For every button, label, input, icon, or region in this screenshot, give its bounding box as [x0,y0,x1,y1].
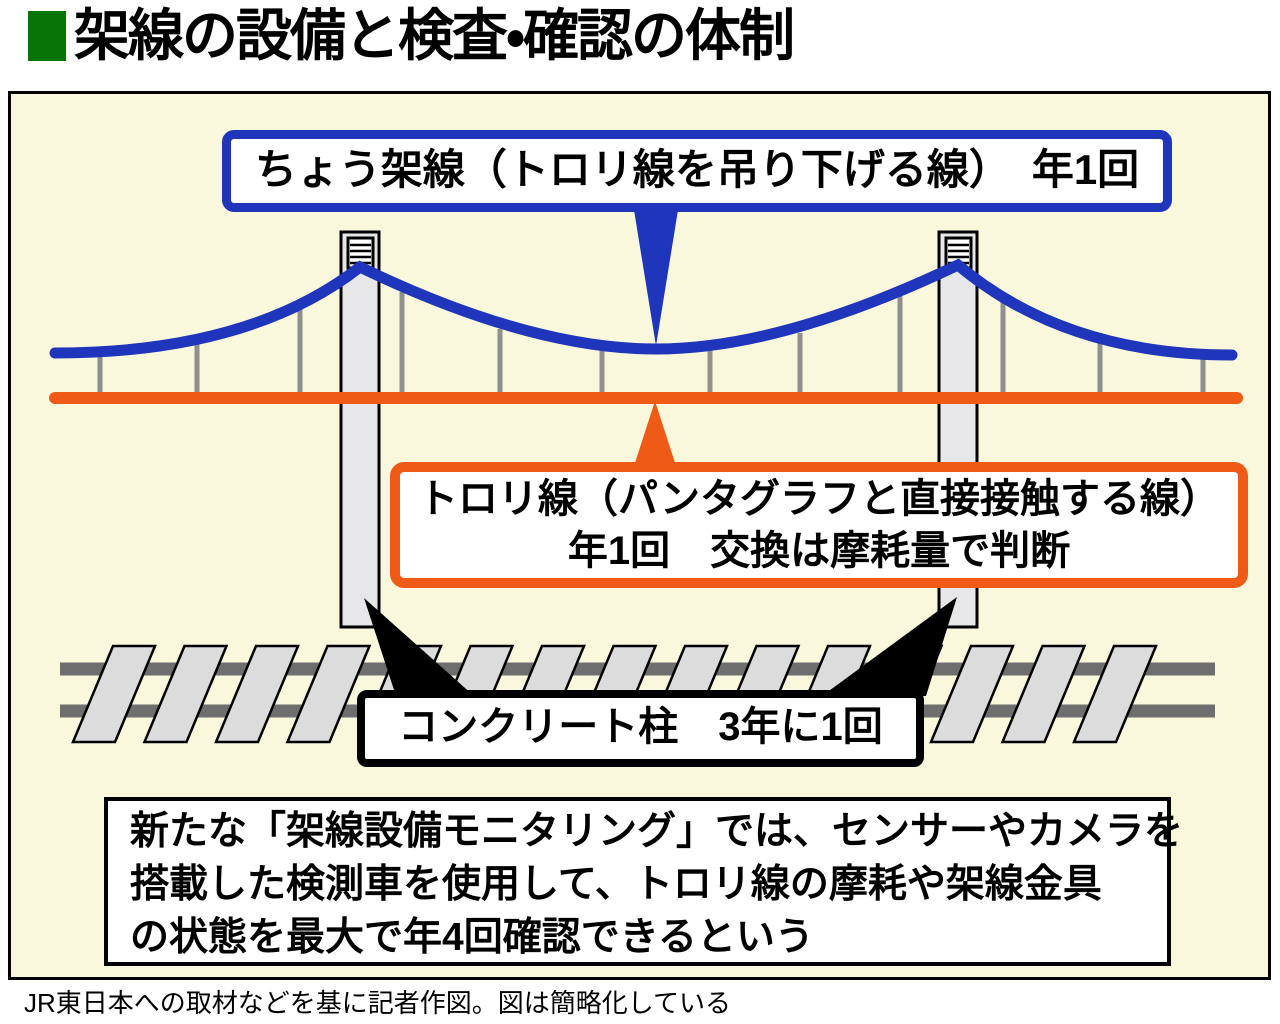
sleeper [142,644,229,744]
pole-callout: コンクリート柱 3年に1回 [357,690,924,767]
page-title-row: 架線の設備と検査・確認の体制 [28,4,795,67]
sleeper [1000,644,1087,744]
note-line3: の状態を最大で年4回確認できるという [130,916,814,959]
pole-cap-stripes [350,243,371,265]
monitoring-note-box: 新たな「架線設備モニタリング」では、センサーやカメラを 搭載した検測車を使用して… [104,797,1184,966]
sleeper [929,644,1015,744]
trolley-callout: トロリ線（パンタグラフと直接接触する線） 年1回 交換は摩耗量で判断 [390,462,1248,588]
page-title: 架線の設備と検査・確認の体制 [74,4,795,67]
note-line2: 搭載した検測車を使用して、トロリ線の摩耗や架線金具 [130,863,1102,906]
trolley-pointer [633,401,677,469]
title-square-bullet-icon [28,11,66,61]
catenary-pointer [634,210,678,346]
catenary-wire [49,258,1238,361]
pole-pointer-right [822,597,957,696]
sleeper [214,644,300,744]
pole-pointer-left [364,598,474,696]
left-concrete-pole [339,230,381,629]
note-line1: 新たな「架線設備モニタリング」では、センサーやカメラを [130,810,1184,853]
catenary-callout-label: ちょう架線（トロリ線を吊り下げる線） 年1回 [254,146,1140,193]
catenary-callout: ちょう架線（トロリ線を吊り下げる線） 年1回 [222,130,1172,212]
sleeper [285,644,372,744]
trolley-callout-line2: 年1回 交換は摩耗量で判断 [567,529,1071,573]
sleeper [71,644,157,744]
trolley-callout-line1: トロリ線（パンタグラフと直接接触する線） [418,477,1220,521]
pole-callout-label: コンクリート柱 3年に1回 [398,705,883,749]
credit-line: JR東日本への取材などを基に記者作図。図は簡略化している [24,988,731,1018]
sleeper [1072,644,1158,744]
